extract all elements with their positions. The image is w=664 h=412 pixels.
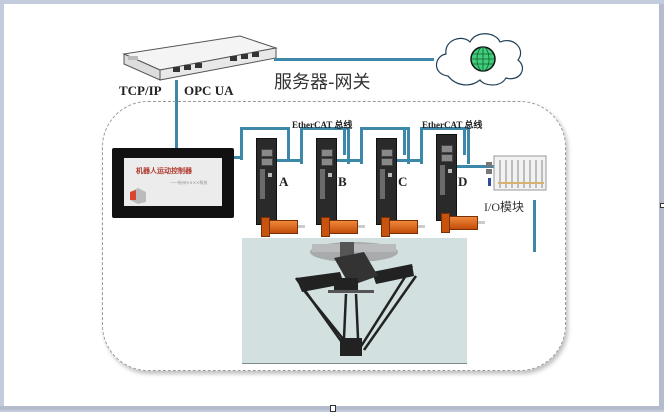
io-field-wire (533, 200, 536, 252)
servo-motor-c (381, 217, 425, 237)
drive-label-a: A (279, 174, 289, 189)
ethercat-link-a-b (300, 127, 350, 164)
resize-handle-bottom[interactable] (330, 405, 336, 412)
ethercat-bus-label-2: EtherCAT 总线 (422, 120, 483, 130)
servo-motor-a (261, 217, 305, 237)
hmi-title: 机器人运动控制器 (136, 167, 192, 175)
ethercat-link-a-b-bottom (274, 159, 303, 162)
io-module-icon (486, 155, 547, 191)
ethercat-link-c-d-right (463, 127, 466, 155)
drive-label-c: C (398, 174, 408, 189)
ethercat-link-b-c (360, 127, 410, 164)
controller-uplink (175, 80, 178, 150)
io-module-label: I/O模块 (484, 200, 524, 214)
servo-drive-c (376, 138, 397, 225)
drive-label-b: B (338, 174, 347, 189)
ethercat-link-b-c-right (403, 127, 406, 155)
diagram-canvas: TCP/IP OPC UA 服务器-网关 机器人运动控制器 ——杭州××××科技… (4, 4, 659, 406)
ethercat-link-c-d (420, 127, 470, 164)
hmi-subtitle: ——杭州××××科技 (170, 180, 208, 185)
ethercat-link-d-io (456, 165, 494, 168)
globe-icon (470, 46, 496, 72)
ethercat-link-b-c-bottom (334, 159, 363, 162)
servo-motor-d (441, 213, 485, 233)
opc-ua-label: OPC UA (184, 83, 234, 98)
ethercat-link-c-d-bottom (394, 159, 423, 162)
servo-drive-d (436, 134, 457, 221)
servo-drive-a (256, 138, 277, 225)
servo-motor-b (321, 217, 365, 237)
ethercat-from-controller (234, 156, 240, 159)
servo-drive-b (316, 138, 337, 225)
wan-link (274, 58, 434, 61)
control-cabinet-group (102, 101, 566, 371)
server-gateway-label: 服务器-网关 (274, 72, 371, 93)
delta-robot-icon (294, 242, 418, 356)
tcp-ip-label: TCP/IP (119, 83, 162, 98)
network-switch-icon (122, 35, 278, 81)
ethercat-link-a-b-right (343, 127, 346, 155)
delta-robot-photo (242, 238, 467, 364)
ethercat-link-controller-a (240, 127, 290, 160)
hmi-screen: 机器人运动控制器 ——杭州××××科技 (124, 158, 222, 206)
ethercat-bus-label-1: EtherCAT 总线 (292, 120, 353, 130)
drive-label-d: D (458, 174, 468, 189)
resize-handle-right[interactable] (660, 203, 664, 208)
motion-controller-hmi: 机器人运动控制器 ——杭州××××科技 (112, 148, 234, 218)
hmi-logo-icon (130, 188, 146, 204)
